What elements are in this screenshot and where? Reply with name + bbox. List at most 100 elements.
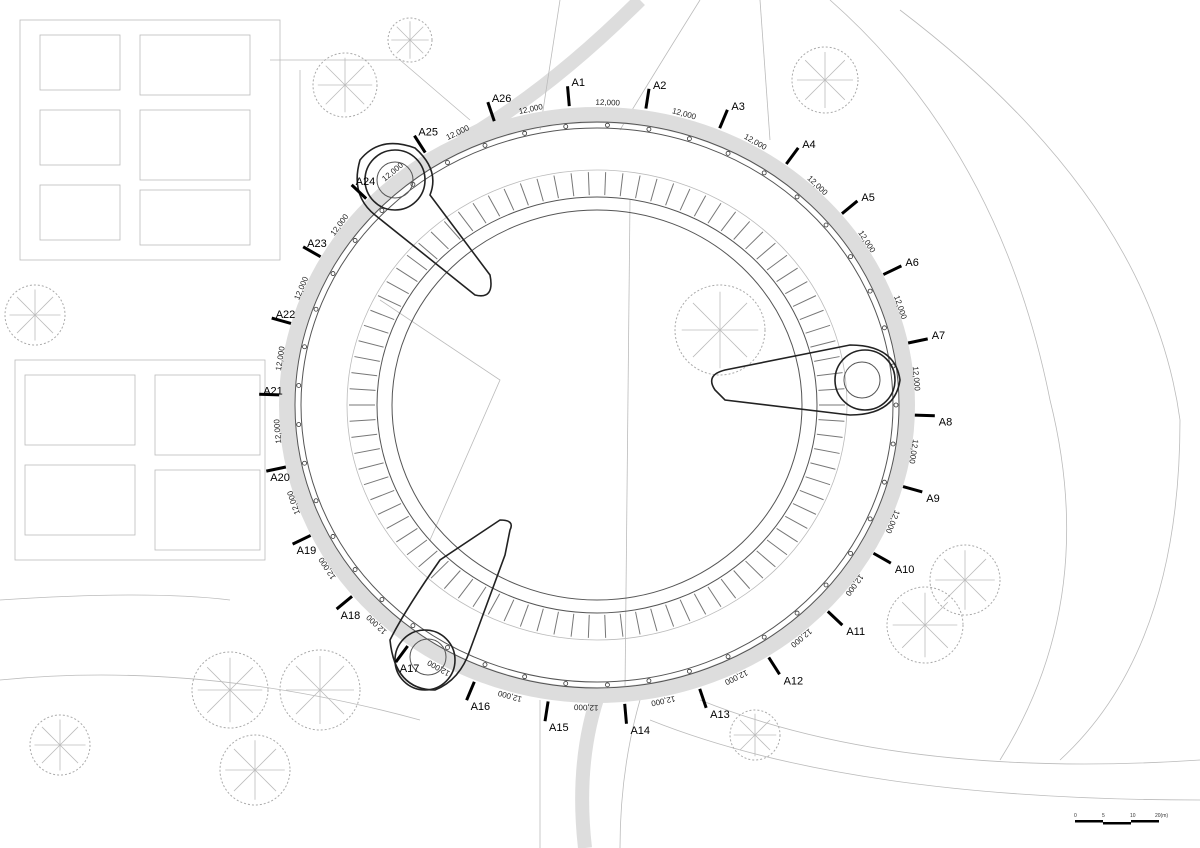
axis-marker [486, 101, 496, 122]
column [482, 662, 488, 668]
desk-row [519, 604, 529, 627]
desk-row [635, 611, 641, 635]
axis-label-a24: A24 [356, 176, 376, 188]
dimension-label: 12,000 [595, 98, 620, 108]
column [686, 136, 692, 142]
column [410, 623, 416, 629]
desk-row [733, 221, 751, 240]
column [522, 130, 528, 136]
dimension-label: 12,000 [911, 366, 922, 392]
desk-row [487, 195, 501, 217]
column [296, 422, 302, 427]
axis-label-a8: A8 [939, 417, 952, 429]
axis-label-a23: A23 [307, 238, 327, 250]
axis-marker [826, 610, 844, 627]
desk-row [354, 448, 380, 454]
desk-row [351, 433, 378, 438]
column [605, 682, 610, 688]
axis-marker [394, 645, 409, 663]
desk-row [430, 231, 449, 250]
ring-building [279, 107, 915, 703]
column [867, 288, 873, 294]
scale-tick-10: 10 [1130, 813, 1136, 819]
desk-row [650, 608, 658, 632]
axis-label-a13: A13 [710, 709, 730, 721]
desk-row [351, 372, 378, 377]
axis-label-a20: A20 [270, 472, 290, 484]
desk-row [519, 183, 529, 206]
column [445, 645, 450, 650]
corridor-wall [376, 196, 818, 614]
axis-marker [543, 701, 550, 722]
tree-icon [674, 284, 766, 376]
axis-marker [718, 109, 729, 129]
axis-label-a3: A3 [731, 101, 744, 113]
desk-row [733, 570, 751, 589]
axis-marker [698, 688, 708, 709]
desk-row [457, 578, 474, 599]
desk-row [785, 515, 808, 529]
desk-row [756, 550, 776, 568]
desk-row [358, 340, 384, 348]
column [605, 122, 610, 128]
column [761, 634, 767, 640]
desk-row [587, 172, 590, 196]
desk-row [693, 593, 707, 615]
column [725, 654, 731, 660]
desk-row [650, 178, 658, 202]
axis-label-a10: A10 [895, 564, 915, 576]
column [882, 479, 887, 485]
ring-band [279, 107, 915, 703]
column [848, 254, 853, 260]
axis-label-a18: A18 [341, 610, 361, 622]
axis-label-a26: A26 [492, 93, 512, 105]
column [313, 306, 319, 312]
desk-row [377, 295, 402, 307]
column [646, 126, 652, 132]
desk-row [720, 578, 737, 599]
desk-row [785, 281, 808, 295]
axis-label-a22: A22 [276, 309, 296, 321]
axis-label-a14: A14 [630, 725, 650, 737]
desk-row [406, 539, 428, 556]
axis-marker [302, 245, 322, 259]
column [563, 681, 569, 686]
desk-row [810, 462, 836, 470]
column [445, 160, 450, 165]
desk-row [430, 560, 449, 579]
desk-row [363, 324, 389, 334]
desk-row [370, 489, 395, 501]
axis-marker [767, 656, 781, 676]
desk-row [818, 388, 845, 391]
axis-marker [335, 595, 353, 611]
desk-row [707, 202, 722, 224]
desk-row [619, 173, 624, 197]
desk-row [766, 539, 788, 556]
axis-marker [882, 264, 903, 276]
wing-east [710, 344, 901, 416]
desk-row [349, 419, 376, 422]
dimension-label: 12,000 [573, 702, 598, 712]
desk-row [570, 613, 575, 637]
desk-row [814, 448, 840, 454]
tree-icon [387, 17, 433, 63]
scale-tick-0: 0 [1074, 813, 1077, 819]
axis-label-a16: A16 [471, 701, 491, 713]
desk-row [443, 570, 461, 589]
tree-icon [791, 46, 859, 114]
axis-marker [259, 392, 280, 397]
tree-icon [279, 649, 361, 731]
scale-tick-20: 20(m) [1155, 813, 1168, 819]
axis-label-a25: A25 [418, 127, 438, 139]
column [563, 124, 569, 129]
inner-wall [391, 209, 803, 601]
desk-row [679, 188, 691, 211]
axis-label-a4: A4 [802, 139, 815, 151]
axis-label-a12: A12 [784, 675, 804, 687]
desk-row [665, 604, 675, 627]
scale-bar: 0 5 10 20(m) [1074, 813, 1168, 825]
tree-icon [312, 52, 378, 118]
desk-row [443, 221, 461, 240]
column [761, 170, 767, 176]
